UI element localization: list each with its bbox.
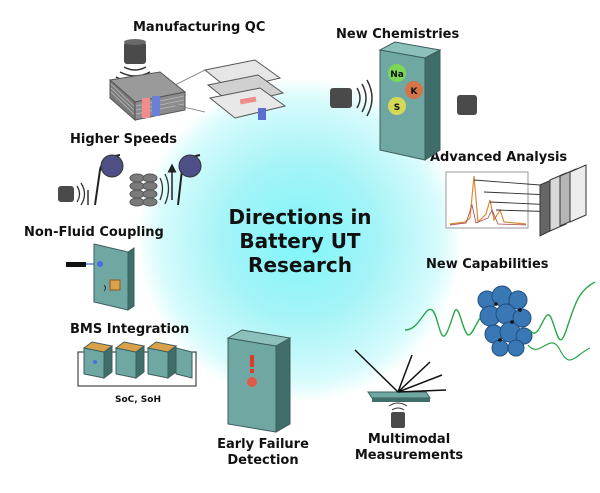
manufacturing-qc-illustration [108, 39, 287, 122]
advanced-analysis-illustration [445, 164, 587, 237]
label-higher-speeds: Higher Speeds [70, 132, 177, 147]
title-line-2: Battery UT [239, 229, 361, 253]
label-manufacturing-qc: Manufacturing QC [133, 20, 266, 35]
element-s: S [394, 103, 400, 113]
label-bms-integration: BMS Integration [70, 322, 190, 337]
transducer-icon [58, 186, 74, 202]
multimodal-line-2: Measurements [354, 448, 464, 463]
element-k: K [411, 87, 419, 97]
scattered-wave [529, 281, 596, 341]
early-failure-line-1: Early Failure [217, 437, 309, 452]
non-fluid-coupling-illustration [66, 243, 135, 311]
probe-icon [66, 262, 86, 267]
spectrum-line [449, 175, 527, 225]
new-chemistries-illustration: Na K S [330, 41, 477, 161]
element-na: Na [390, 70, 404, 80]
early-failure-line-2: Detection [227, 453, 299, 468]
incident-wave [404, 308, 481, 337]
alert-icon [250, 355, 254, 367]
label-new-capabilities: New Capabilities [426, 257, 549, 272]
transducer-icon [124, 42, 146, 64]
transducer-right-icon [457, 95, 477, 115]
title-line-3: Research [248, 253, 352, 277]
label-early-failure-detection: Early Failure Detection [208, 437, 318, 469]
title-line-1: Directions in [228, 205, 372, 229]
early-failure-illustration [226, 329, 292, 433]
transducer-icon [391, 412, 405, 428]
transducer-left-icon [330, 88, 352, 108]
label-non-fluid-coupling: Non-Fluid Coupling [24, 225, 164, 240]
label-multimodal-measurements: Multimodal Measurements [344, 432, 474, 464]
multimodal-line-1: Multimodal [367, 432, 451, 447]
bms-text: SoC, SoH [115, 395, 161, 405]
label-new-chemistries: New Chemistries [336, 27, 460, 42]
multimodal-illustration [354, 349, 447, 428]
center-title: Directions in Battery UT Research [200, 205, 400, 277]
label-advanced-analysis: Advanced Analysis [430, 150, 568, 165]
new-capabilities-illustration [404, 281, 596, 361]
bms-integration-illustration: SoC, SoH [77, 341, 197, 405]
higher-speeds-illustration [58, 154, 202, 207]
